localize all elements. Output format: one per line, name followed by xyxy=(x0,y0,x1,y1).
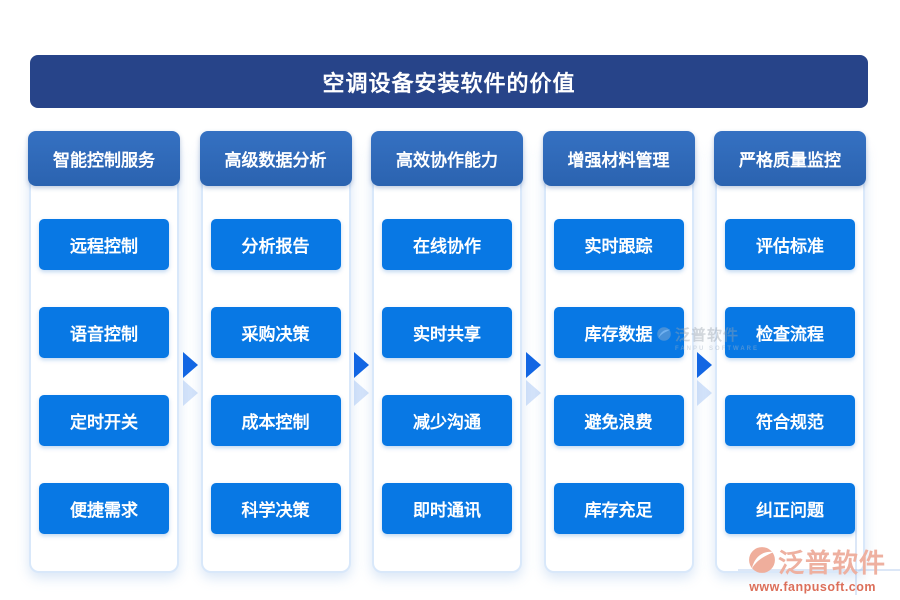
column-smart-control: 智能控制服务 远程控制 语音控制 定时开关 便捷需求 xyxy=(28,131,180,573)
value-item: 采购决策 xyxy=(210,307,341,358)
value-item: 纠正问题 xyxy=(725,483,855,534)
value-item: 库存数据 xyxy=(553,307,684,358)
value-item: 库存充足 xyxy=(553,483,684,534)
column-header: 增强材料管理 xyxy=(542,131,695,186)
value-item: 实时跟踪 xyxy=(553,219,684,270)
value-columns: 智能控制服务 远程控制 语音控制 定时开关 便捷需求 高级数据分析 分析报告 采… xyxy=(28,131,866,573)
value-item: 避免浪费 xyxy=(553,395,684,446)
value-item: 科学决策 xyxy=(210,483,341,534)
value-item: 便捷需求 xyxy=(39,483,169,534)
value-item: 远程控制 xyxy=(39,219,169,270)
arrow-right-icon xyxy=(694,352,714,406)
value-item: 在线协作 xyxy=(382,219,512,270)
column-header: 智能控制服务 xyxy=(28,131,180,186)
arrow-right-icon xyxy=(523,352,543,406)
arrow-right-icon xyxy=(180,352,200,406)
value-item: 定时开关 xyxy=(39,395,169,446)
column-header: 严格质量监控 xyxy=(714,131,866,186)
arrow-right-icon xyxy=(351,352,371,406)
page-title: 空调设备安装软件的价值 xyxy=(30,55,868,108)
column-quality-monitoring: 严格质量监控 评估标准 检查流程 符合规范 纠正问题 xyxy=(714,131,866,573)
value-item: 减少沟通 xyxy=(382,395,512,446)
value-item: 检查流程 xyxy=(725,307,855,358)
column-data-analysis: 高级数据分析 分析报告 采购决策 成本控制 科学决策 xyxy=(199,131,352,573)
column-header: 高级数据分析 xyxy=(199,131,352,186)
value-item: 实时共享 xyxy=(382,307,512,358)
column-collaboration: 高效协作能力 在线协作 实时共享 减少沟通 即时通讯 xyxy=(371,131,523,573)
column-header: 高效协作能力 xyxy=(371,131,523,186)
value-item: 语音控制 xyxy=(39,307,169,358)
value-item: 符合规范 xyxy=(725,395,855,446)
value-item: 即时通讯 xyxy=(382,483,512,534)
horizontal-guide-line xyxy=(738,569,900,571)
value-item: 分析报告 xyxy=(210,219,341,270)
value-item: 评估标准 xyxy=(725,219,855,270)
vertical-guide-line xyxy=(855,500,857,595)
value-item: 成本控制 xyxy=(210,395,341,446)
column-material-management: 增强材料管理 实时跟踪 库存数据 避免浪费 库存充足 xyxy=(542,131,695,573)
